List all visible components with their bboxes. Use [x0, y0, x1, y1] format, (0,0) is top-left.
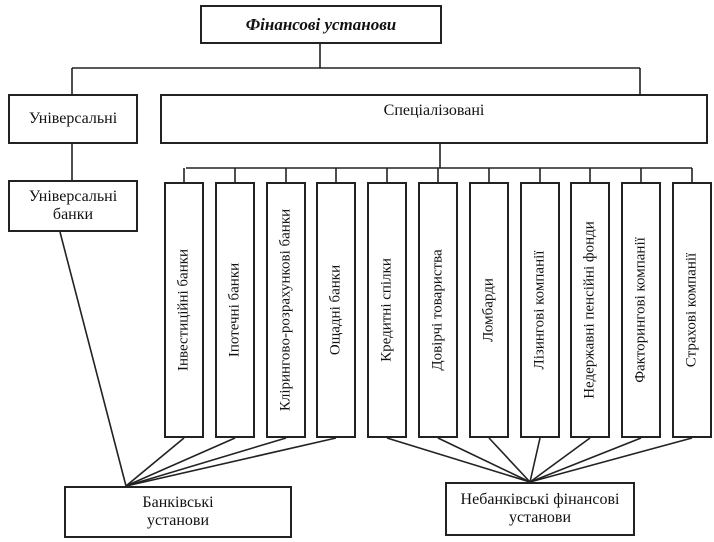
specialized-item-label: Лізингові компанії [531, 250, 548, 370]
specialized-item: Інвестиційні банки [164, 182, 204, 438]
specialized-item-label: Довірчі товариства [429, 249, 446, 371]
specialized-item: Ощадні банки [316, 182, 356, 438]
specialized-item-label: Ощадні банки [327, 264, 344, 356]
specialized-item: Лізингові компанії [520, 182, 560, 438]
bank-institutions-label: Банківські установи [142, 493, 214, 529]
universal-label: Універсальні [28, 109, 118, 127]
specialized-item: Кліринговo-розрахункові банки [266, 182, 306, 438]
specialized-item-label: Кредитні спілки [378, 258, 395, 362]
specialized-item-label: Іпотечні банки [226, 262, 243, 358]
specialized-item: Кредитні спілки [367, 182, 407, 438]
specialized-item: Іпотечні банки [215, 182, 255, 438]
root-label: Фінансові установи [245, 14, 397, 34]
specialized-item: Ломбарди [469, 182, 509, 438]
specialized-item-label: Кліринговo-розрахункові банки [277, 208, 294, 412]
specialized-item: Довірчі товариства [418, 182, 458, 438]
universal-banks-node: Універсальні банки [8, 180, 138, 232]
specialized-item: Недержавні пенсійні фонди [570, 182, 610, 438]
specialized-item-label: Інвестиційні банки [175, 248, 192, 372]
specialized-label: Спеціалізовані [383, 102, 485, 119]
specialized-item-label: Страхові компанії [683, 252, 700, 368]
universal-node: Універсальні [8, 94, 138, 144]
specialized-item-label: Факторингові компанії [632, 237, 649, 383]
specialized-item-label: Недержавні пенсійні фонди [581, 221, 598, 399]
nonbank-institutions-label: Небанківські фінансові установи [460, 490, 620, 526]
specialized-item-label: Ломбарди [480, 278, 497, 342]
universal-banks-label: Універсальні банки [28, 187, 118, 223]
root-node: Фінансові установи [200, 5, 442, 44]
specialized-item: Страхові компанії [672, 182, 712, 438]
bank-institutions-node: Банківські установи [64, 486, 292, 538]
nonbank-institutions-node: Небанківські фінансові установи [445, 482, 635, 536]
specialized-node: Спеціалізовані [160, 94, 708, 144]
specialized-item: Факторингові компанії [621, 182, 661, 438]
